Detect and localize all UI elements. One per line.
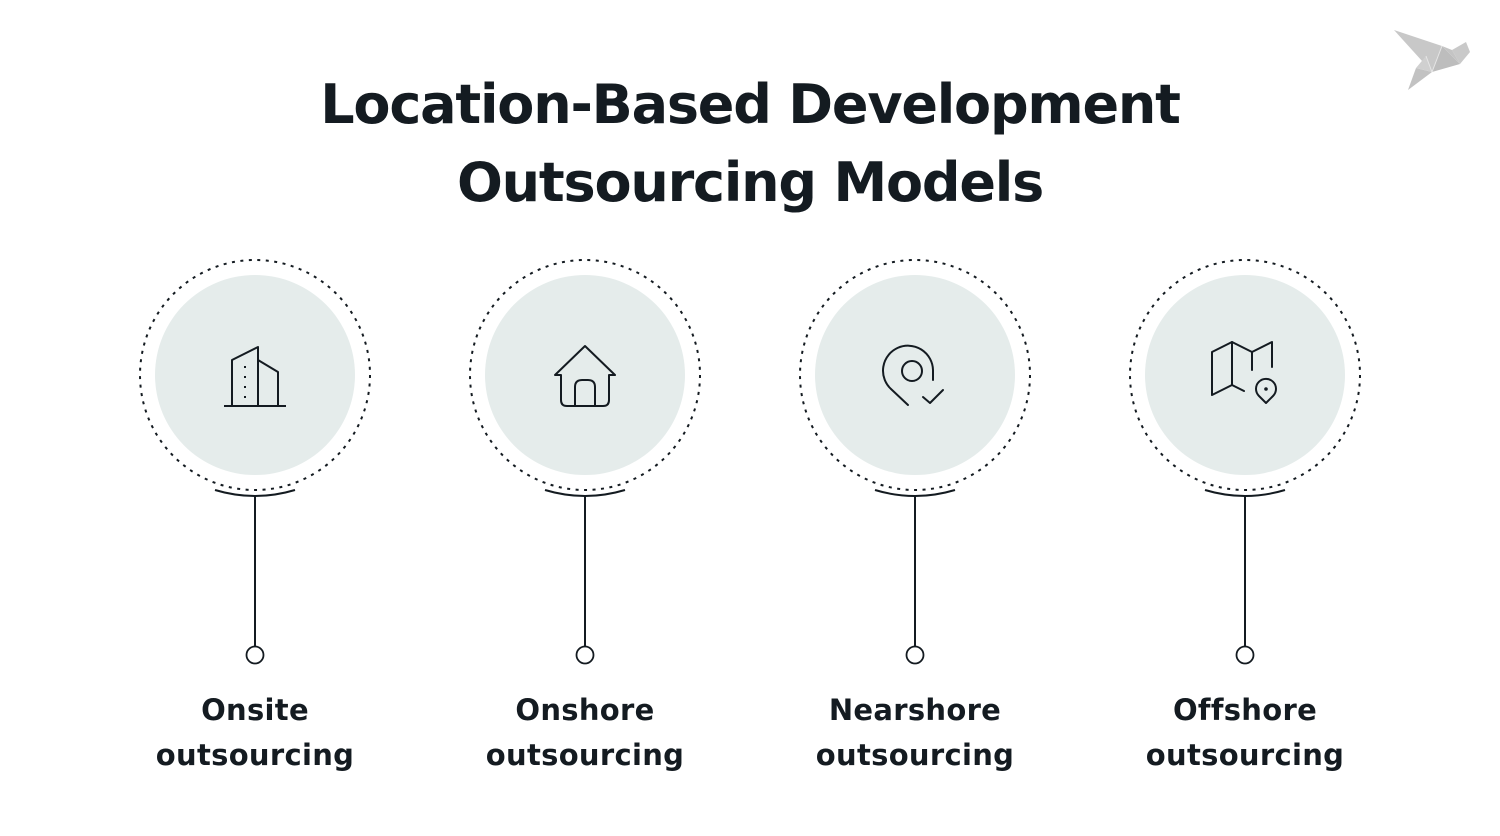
icon-disk	[485, 275, 685, 475]
title-line-2: Outsourcing Models	[456, 151, 1044, 214]
house-icon	[554, 345, 616, 407]
terminal-circle	[575, 645, 595, 665]
model-label-line-2: outsourcing	[815, 738, 1015, 772]
model-label-line-1: Onsite	[201, 693, 309, 727]
model-label-line-2: outsourcing	[485, 738, 685, 772]
model-label-line-1: Nearshore	[828, 693, 1002, 727]
model-onshore: Onshore outsourcing	[435, 250, 735, 790]
icon-disk	[815, 275, 1015, 475]
model-label: Nearshore outsourcing	[765, 688, 1065, 778]
dotted-ring	[139, 259, 371, 491]
title-line-1: Location-Based Development	[320, 73, 1181, 136]
dotted-ring	[799, 259, 1031, 491]
dotted-ring	[469, 259, 701, 491]
model-onsite: Onsite outsourcing	[105, 250, 405, 790]
origami-bird-logo-icon	[1394, 30, 1470, 90]
page-title: Location-Based Development Outsourcing M…	[0, 66, 1500, 222]
location-pin-check-icon	[882, 344, 944, 406]
model-node	[139, 259, 371, 665]
model-label-line-1: Onshore	[515, 693, 655, 727]
model-label: Offshore outsourcing	[1095, 688, 1395, 778]
terminal-circle	[1235, 645, 1255, 665]
model-offshore: Offshore outsourcing	[1095, 250, 1395, 790]
model-label-line-2: outsourcing	[1145, 738, 1345, 772]
model-node	[799, 259, 1031, 665]
model-label-line-1: Offshore	[1172, 693, 1318, 727]
dotted-ring	[1129, 259, 1361, 491]
model-node	[1129, 259, 1361, 665]
icon-disk	[155, 275, 355, 475]
model-label: Onshore outsourcing	[435, 688, 735, 778]
office-building-icon	[224, 346, 286, 407]
terminal-circle	[245, 645, 265, 665]
model-nearshore: Nearshore outsourcing	[765, 250, 1065, 790]
model-label-line-2: outsourcing	[155, 738, 355, 772]
model-label: Onsite outsourcing	[105, 688, 405, 778]
terminal-circle	[905, 645, 925, 665]
model-node	[469, 259, 701, 665]
icon-disk	[1145, 275, 1345, 475]
map-pin-icon	[1211, 341, 1277, 404]
